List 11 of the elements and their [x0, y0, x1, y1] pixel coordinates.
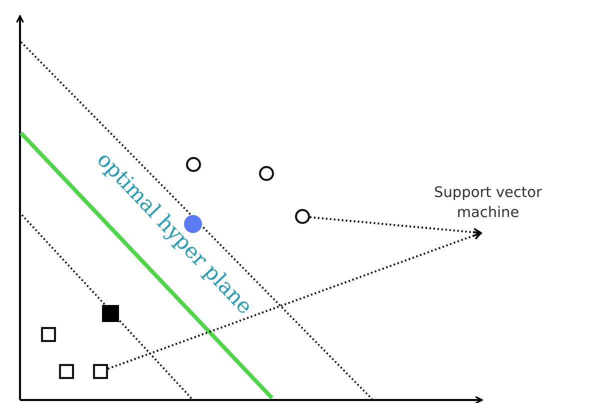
- pointer-arrow: [108, 231, 482, 370]
- data-point-square: [59, 364, 74, 379]
- support-vector-dot: [184, 215, 202, 233]
- data-point-circle: [295, 209, 310, 224]
- data-point-square: [41, 327, 56, 342]
- data-point-square: [93, 364, 108, 379]
- support-vector-square: [102, 305, 119, 322]
- pointer-arrow: [310, 216, 482, 237]
- data-point-circle: [259, 166, 274, 181]
- data-point-circle: [186, 157, 201, 172]
- annotation-label: Support vector machine: [426, 183, 550, 231]
